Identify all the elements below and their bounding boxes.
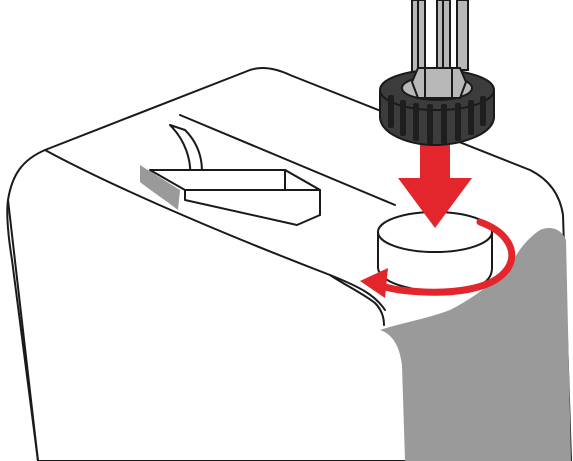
canister-handle: [149, 169, 321, 226]
rotate-clockwise-icon: [360, 218, 516, 298]
canister-opening: [377, 211, 493, 293]
screw-cap: [379, 67, 495, 147]
top-edge-line: [44, 149, 386, 311]
canister-front-lip: [329, 274, 385, 326]
lid-crease-line: [179, 114, 396, 206]
canister-left-edge: [6, 199, 39, 461]
handle-shadow: [140, 165, 180, 210]
canister-side-shadow: [380, 228, 571, 461]
